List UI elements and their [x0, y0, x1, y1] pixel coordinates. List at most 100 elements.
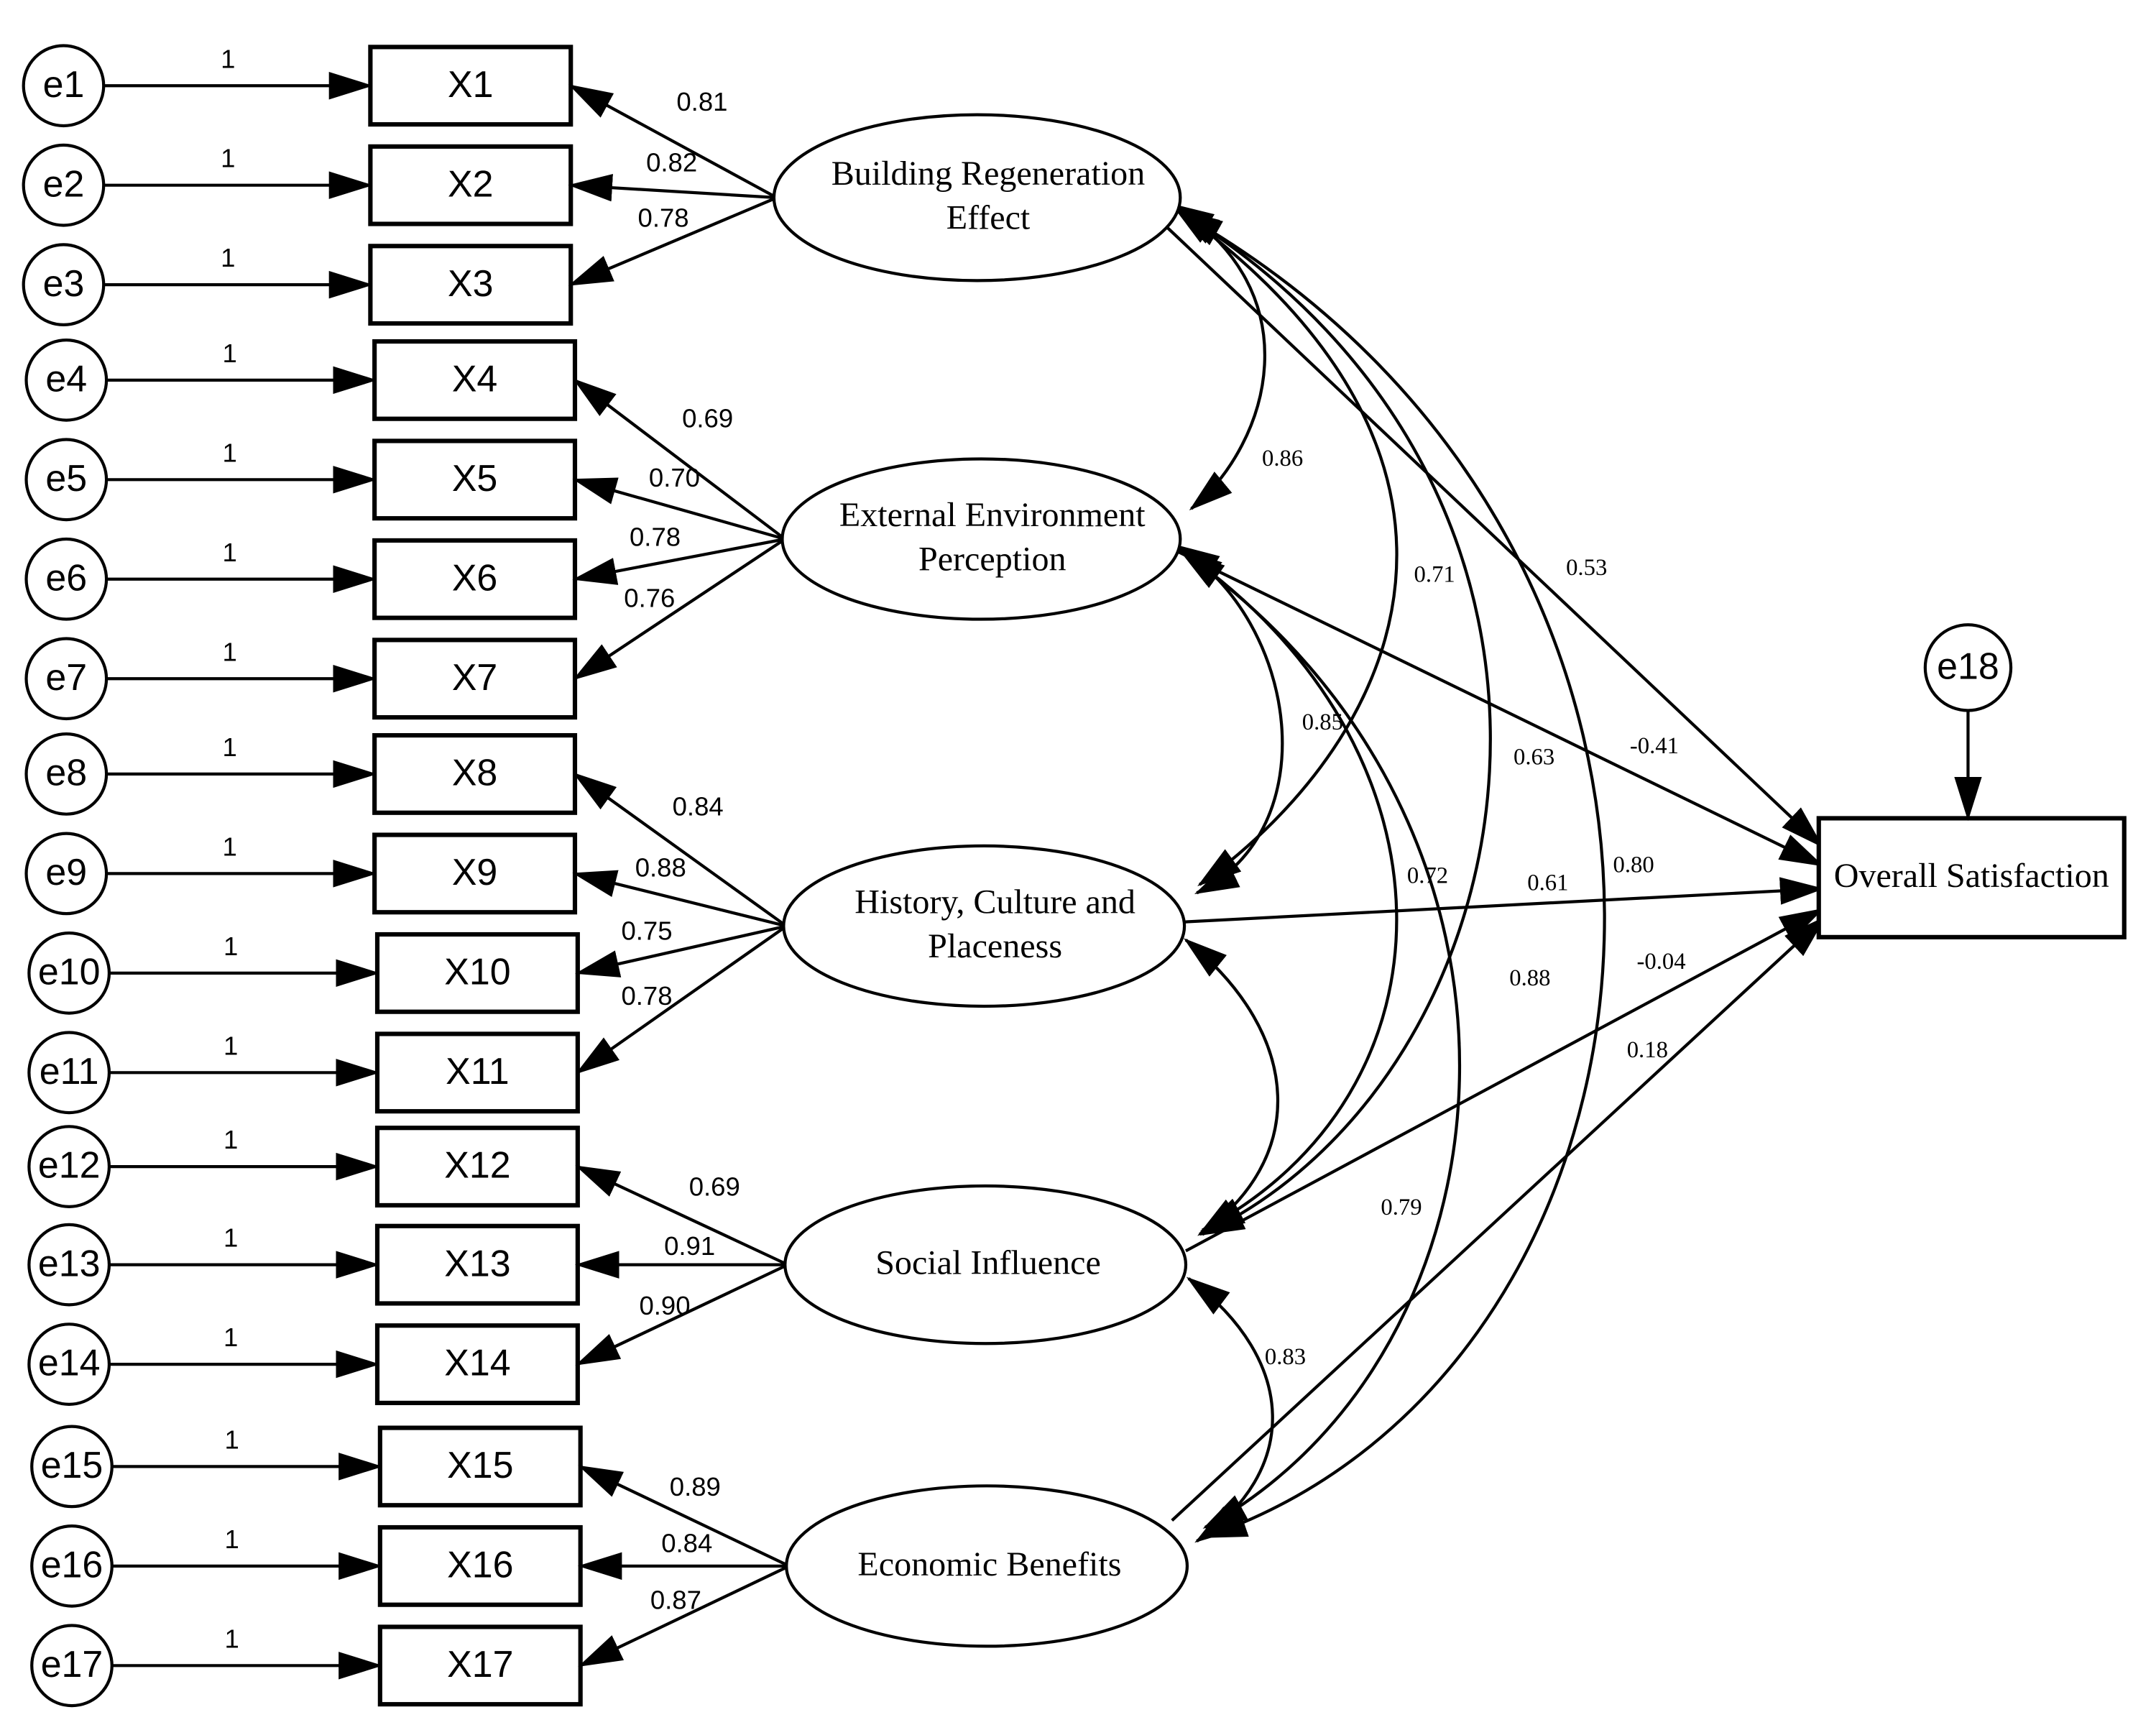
error-term-label: e13 — [38, 1243, 101, 1284]
error-term-label: e5 — [45, 458, 87, 500]
error-term-label: e11 — [40, 1051, 99, 1092]
error-term-label: e6 — [45, 557, 87, 599]
correlation-label: 0.79 — [1381, 1195, 1422, 1220]
indicator-label: X12 — [444, 1145, 510, 1187]
error-weight-label: 1 — [225, 1524, 239, 1554]
loading-label: 0.78 — [630, 523, 681, 552]
latent-ellipse — [772, 113, 1182, 282]
latent-label-line2: Effect — [946, 199, 1031, 237]
loading-label: 0.69 — [689, 1172, 740, 1202]
error-term-label: e8 — [45, 753, 87, 794]
loading-arrow — [572, 537, 786, 585]
correlation-arc — [1181, 551, 1461, 1529]
indicator-label: X5 — [452, 458, 498, 500]
correlation-arc — [1178, 548, 1399, 1232]
loading-arrow — [575, 924, 788, 1075]
loading-label: 0.88 — [635, 852, 686, 882]
indicator-label: X17 — [447, 1644, 513, 1685]
correlation-arc — [1177, 211, 1606, 1539]
error-weight-label: 1 — [222, 732, 236, 762]
latent-label-line1: External Environment — [839, 496, 1146, 534]
structural-path-label: 0.18 — [1627, 1037, 1668, 1063]
loading-arrow — [572, 870, 787, 928]
error-weight-label: 1 — [222, 637, 236, 666]
loading-label: 0.84 — [673, 792, 724, 822]
error-weight-label: 1 — [224, 1031, 238, 1060]
error-term-label: e2 — [43, 163, 85, 205]
loading-label: 0.82 — [646, 148, 697, 178]
indicator-box — [368, 45, 573, 127]
latent-economic-benefits: Economic Benefits — [785, 1484, 1189, 1648]
structural-path-arrow — [1184, 877, 1825, 924]
error-weight-label: 1 — [222, 339, 236, 368]
latent-ellipse — [782, 844, 1187, 1008]
error-term-label: e3 — [43, 263, 85, 305]
error-weight-label: 1 — [224, 1223, 238, 1253]
structural-path-label: -0.41 — [1630, 733, 1679, 759]
error-term-label: e14 — [38, 1343, 101, 1384]
loading-label: 0.81 — [676, 87, 727, 116]
loading-label: 0.70 — [649, 463, 700, 492]
indicator-box — [372, 733, 578, 815]
error-term-label: e15 — [41, 1445, 103, 1486]
loading-label: 0.78 — [638, 203, 689, 232]
indicator-box — [372, 638, 578, 720]
error-term-label: e12 — [38, 1145, 101, 1187]
loading-arrow — [572, 538, 786, 681]
error-term-label: e4 — [45, 358, 87, 400]
latent-ellipse — [780, 457, 1182, 621]
indicator-box — [372, 538, 578, 620]
outcome-box — [1816, 816, 2127, 939]
error-weight-label: 1 — [224, 1322, 238, 1352]
indicator-box — [374, 932, 580, 1014]
indicator-label: X9 — [452, 852, 498, 893]
indicator-label: X16 — [447, 1544, 513, 1586]
error-terms: e11e21e31e41e51e61e71e81e91e101e111e121e… — [22, 44, 383, 1708]
error-weight-label: 1 — [224, 932, 238, 961]
loading-arrow — [568, 196, 778, 287]
correlation-arc — [1169, 203, 1267, 511]
loading-label: 0.75 — [621, 916, 672, 946]
indicator-label: X10 — [444, 951, 510, 993]
outcome-variable: Overall Satisfaction e18 — [1816, 623, 2127, 939]
latent-ellipse — [783, 1184, 1188, 1346]
latent-label-line2: Placeness — [928, 927, 1062, 965]
structural-path-arrow — [1171, 916, 1827, 1522]
structural-path-arrow — [1166, 226, 1824, 848]
error-term-label: e7 — [45, 657, 87, 699]
loading-arrow — [575, 1165, 789, 1266]
error-term-label: e17 — [41, 1644, 103, 1685]
indicator-box — [374, 1323, 580, 1405]
latent-social-influence: Social Influence — [783, 1184, 1188, 1346]
error-weight-label: 1 — [222, 538, 236, 567]
error-weight-label: 1 — [222, 438, 236, 467]
indicator-label: X15 — [447, 1445, 513, 1486]
indicator-box — [372, 339, 578, 421]
latent-label-line1: Building Regeneration — [831, 155, 1145, 193]
latent-label-line2: Perception — [918, 540, 1067, 579]
structural-path-label: -0.04 — [1636, 949, 1685, 975]
error-weight-label: 1 — [221, 144, 235, 173]
indicator-label: X3 — [448, 263, 494, 305]
indicator-label: X4 — [452, 358, 498, 400]
loading-arrow — [568, 84, 778, 199]
error-weight-label: 1 — [225, 1624, 239, 1653]
outcome-label: Overall Satisfaction — [1834, 857, 2109, 895]
correlation-label: 0.86 — [1262, 446, 1303, 472]
correlation-label: 0.71 — [1414, 561, 1455, 587]
loading-arrow — [578, 1564, 790, 1668]
correlation-arc — [1175, 544, 1284, 895]
indicator-box — [377, 1524, 583, 1607]
loading-arrow — [572, 378, 786, 540]
loading-label: 0.91 — [664, 1231, 715, 1261]
error-term-label: e1 — [43, 64, 85, 106]
indicator-box — [368, 144, 573, 226]
correlation-label: 0.83 — [1265, 1344, 1306, 1370]
correlation-arc — [1186, 1276, 1274, 1543]
error-weight-label: 1 — [222, 832, 236, 861]
outcome-error-label: e18 — [1937, 645, 1999, 687]
latent-correlation-arcs: 0.860.710.630.880.850.720.790.800.83 — [1169, 203, 1654, 1543]
indicator-label: X7 — [452, 657, 498, 699]
